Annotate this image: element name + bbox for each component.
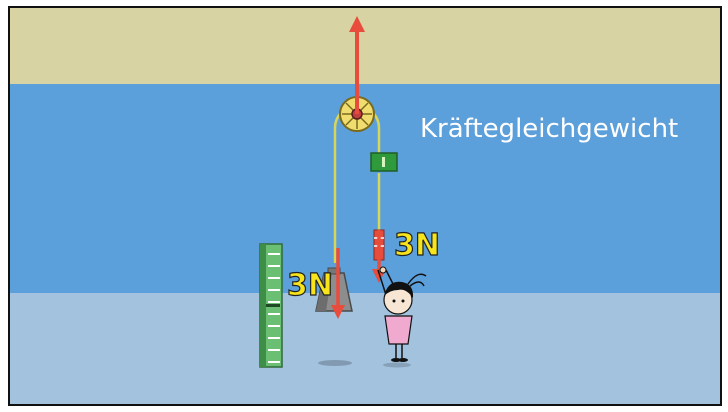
force-label-left: 3N [286, 267, 333, 303]
physics-scene [259, 16, 427, 368]
scene-frame: Kräftegleichgewicht 3N 3N [8, 6, 722, 406]
weight-icon [315, 267, 353, 312]
weight-shadow [318, 360, 352, 366]
girl-figure-icon [377, 266, 427, 368]
spring-scale-icon [370, 152, 398, 172]
ceiling [10, 8, 720, 84]
force-label-right: 3N [393, 227, 440, 263]
ruler-icon [259, 243, 283, 368]
floor [10, 293, 720, 404]
scene-title: Kräftegleichgewicht [420, 114, 679, 144]
